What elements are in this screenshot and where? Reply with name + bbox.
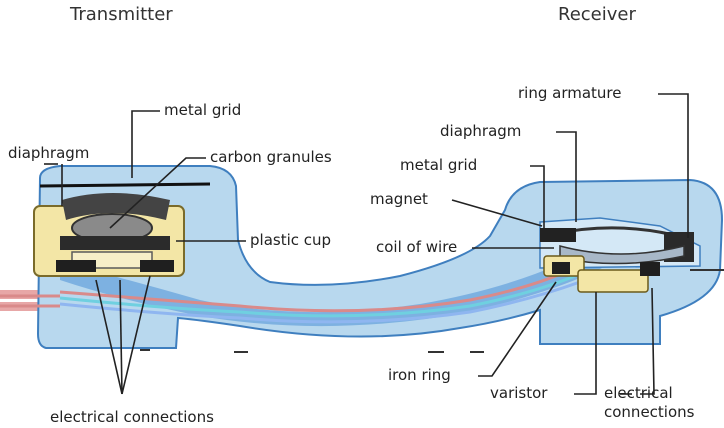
receiver-title: Receiver — [558, 4, 636, 25]
label-iron-ring: iron ring — [388, 366, 451, 384]
leader-lines-receiver — [451, 93, 689, 395]
label-metal-grid-transmitter: metal grid — [164, 101, 242, 119]
label-diaphragm-transmitter: diaphragm — [8, 144, 90, 162]
base-marks — [140, 349, 484, 353]
label-ring-armature: ring armature — [518, 84, 622, 102]
transmitter-assembly — [33, 182, 211, 277]
label-plastic-cup: plastic cup — [250, 231, 332, 249]
receiver-assembly — [539, 217, 724, 293]
label-carbon-granules: carbon granules — [210, 148, 332, 166]
transmitter-title: Transmitter — [70, 4, 173, 25]
label-varistor: varistor — [490, 384, 548, 402]
label-electrical-connections-transmitter: electrical connections — [50, 408, 214, 426]
label-diaphragm-receiver: diaphragm — [440, 122, 522, 140]
label-electrical-receiver-line1: electrical — [604, 384, 673, 402]
internal-wires — [0, 268, 581, 324]
label-coil-of-wire: coil of wire — [376, 238, 458, 256]
label-electrical-receiver-line2: connections — [604, 403, 695, 421]
leader-lines-transmitter — [44, 110, 246, 395]
label-metal-grid-receiver: metal grid — [400, 156, 478, 174]
label-magnet: magnet — [370, 190, 428, 208]
